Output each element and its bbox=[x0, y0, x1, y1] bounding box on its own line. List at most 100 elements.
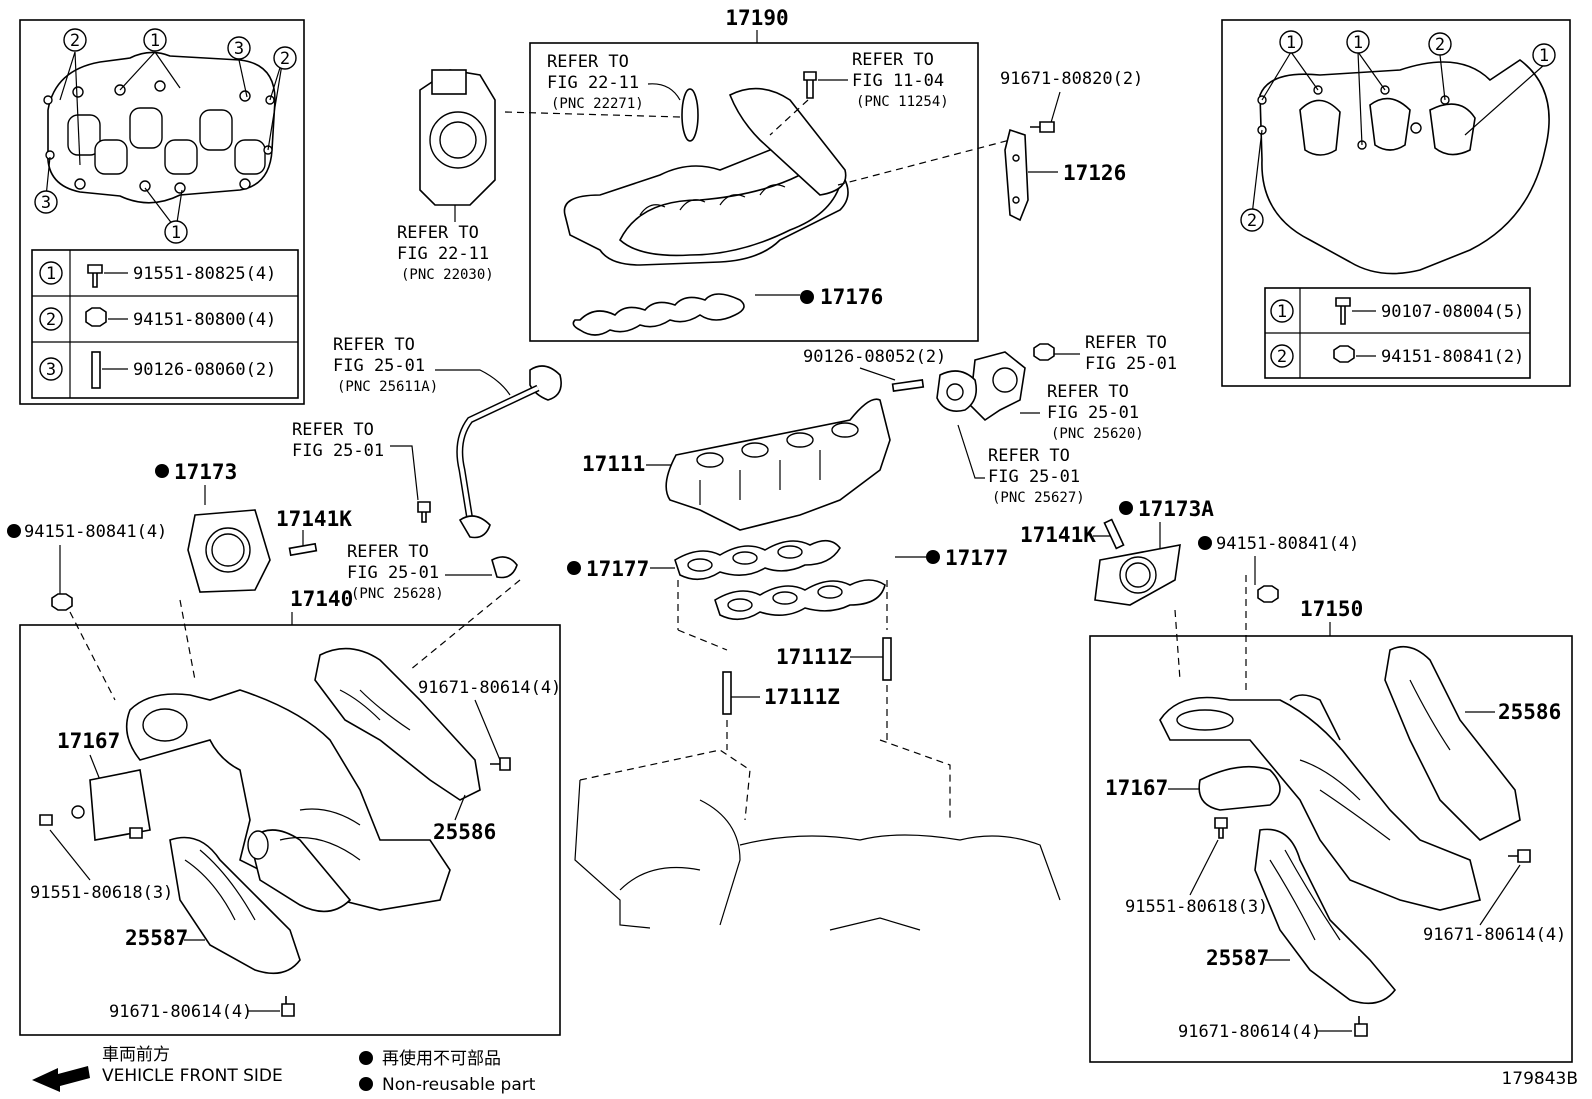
svg-text:FIG 22-11: FIG 22-11 bbox=[547, 73, 639, 93]
nonreusable-dot bbox=[926, 550, 940, 564]
callout-circle: 1 bbox=[1532, 43, 1556, 67]
table-left-row: 2 94151-80800(4) bbox=[39, 307, 276, 331]
exhaust-manifold-right: 17141K 17173A 94151-80841(4) 17150 25586… bbox=[1020, 497, 1573, 1063]
part-label-17141K-right: 17141K bbox=[1020, 523, 1096, 547]
part-label-17176: 17176 bbox=[820, 285, 883, 309]
svg-text:(PNC 22271): (PNC 22271) bbox=[551, 96, 644, 112]
exhaust-manifold-left: 17173 17141K 94151-80841(4) 17140 91671-… bbox=[7, 460, 561, 1036]
refer-label: REFER TO bbox=[397, 223, 479, 243]
bracket-17126: 91671-80820(2) 17126 bbox=[1000, 69, 1143, 222]
svg-text:2: 2 bbox=[70, 31, 80, 51]
svg-text:3: 3 bbox=[41, 193, 51, 213]
nonreuse-jp: 再使用不可部品 bbox=[382, 1048, 501, 1069]
svg-text:FIG 25-01: FIG 25-01 bbox=[333, 356, 425, 376]
nonreusable-dot bbox=[800, 290, 814, 304]
svg-text:94151-80841(2): 94151-80841(2) bbox=[1381, 347, 1524, 367]
refer-label: REFER TO bbox=[1047, 382, 1129, 402]
part-label-17126: 17126 bbox=[1063, 161, 1126, 185]
nonreusable-dot bbox=[567, 561, 581, 575]
svg-text:3: 3 bbox=[234, 39, 244, 59]
svg-text:1: 1 bbox=[171, 223, 181, 243]
svg-text:91551-80825(4): 91551-80825(4) bbox=[133, 264, 276, 284]
refer-label: REFER TO bbox=[347, 542, 429, 562]
svg-text:(PNC 11254): (PNC 11254) bbox=[856, 94, 949, 110]
svg-text:2: 2 bbox=[46, 310, 56, 330]
part-label-91671-right-bot: 91671-80614(4) bbox=[1178, 1022, 1321, 1042]
svg-text:(PNC 25627): (PNC 25627) bbox=[992, 490, 1085, 506]
part-label-90126-08052: 90126-08052(2) bbox=[803, 347, 946, 367]
part-label-91671-right-mid: 91671-80614(4) bbox=[1423, 925, 1566, 945]
svg-text:2: 2 bbox=[1277, 347, 1287, 367]
part-label-91671-80820: 91671-80820(2) bbox=[1000, 69, 1143, 89]
svg-text:FIG 25-01: FIG 25-01 bbox=[1085, 354, 1177, 374]
callout-circle: 2 bbox=[273, 46, 297, 70]
svg-text:90107-08004(5): 90107-08004(5) bbox=[1381, 302, 1524, 322]
callout-circle: 2 bbox=[63, 28, 87, 52]
part-label-25586-right: 25586 bbox=[1498, 700, 1561, 724]
svg-text:FIG 25-01: FIG 25-01 bbox=[988, 467, 1080, 487]
callout-circle: 1 bbox=[164, 220, 188, 244]
part-label-17111: 17111 bbox=[582, 452, 645, 476]
svg-text:(PNC 25628): (PNC 25628) bbox=[351, 586, 444, 602]
part-label-94151-left: 94151-80841(4) bbox=[24, 522, 167, 542]
part-label-17190: 17190 bbox=[725, 6, 788, 30]
callout-circle: 1 bbox=[143, 28, 167, 52]
throttle-body: REFER TO FIG 22-11 (PNC 22030) bbox=[397, 69, 496, 283]
part-label-17111Z-a: 17111Z bbox=[776, 645, 852, 669]
nonreusable-dot bbox=[359, 1051, 373, 1065]
nonreusable-dot bbox=[359, 1077, 373, 1091]
part-label-25587-left: 25587 bbox=[125, 926, 188, 950]
diagram-id: 179843B bbox=[1501, 1069, 1578, 1089]
callout-circle: 2 bbox=[1240, 208, 1264, 232]
intake-manifold-group: 17190 REFER TO FIG 22-11 (PNC 22271) REF… bbox=[504, 6, 1011, 342]
part-label-94151-right: 94151-80841(4) bbox=[1216, 534, 1359, 554]
refer-label: REFER TO bbox=[1085, 333, 1167, 353]
svg-text:(PNC 25620): (PNC 25620) bbox=[1051, 426, 1144, 442]
svg-text:1: 1 bbox=[1539, 46, 1549, 66]
callout-circle: 2 bbox=[1428, 32, 1452, 56]
part-label-17140: 17140 bbox=[290, 587, 353, 611]
part-label-17111Z-b: 17111Z bbox=[764, 685, 840, 709]
refer-label: REFER TO bbox=[852, 50, 934, 70]
part-label-17150: 17150 bbox=[1300, 597, 1363, 621]
svg-text:2: 2 bbox=[1435, 35, 1445, 55]
svg-text:FIG 25-01: FIG 25-01 bbox=[292, 441, 384, 461]
callout-circle: 1 bbox=[1279, 30, 1303, 54]
svg-text:FIG 25-01: FIG 25-01 bbox=[347, 563, 439, 583]
part-label-17173A: 17173A bbox=[1138, 497, 1214, 521]
part-label-91671-left-top: 91671-80614(4) bbox=[418, 678, 561, 698]
refer-label: REFER TO bbox=[333, 335, 415, 355]
inset-right: 1 1 2 1 2 1 90107-08004(5) 2 94151-80841… bbox=[1221, 19, 1571, 387]
part-label-17167-right: 17167 bbox=[1105, 776, 1168, 800]
part-label-25586-left: 25586 bbox=[433, 820, 496, 844]
svg-text:(PNC 22030): (PNC 22030) bbox=[401, 267, 494, 283]
callout-circle: 1 bbox=[1346, 30, 1370, 54]
nonreusable-dot bbox=[1119, 501, 1133, 515]
part-label-17177-right: 17177 bbox=[945, 546, 1008, 570]
table-left-row: 3 90126-08060(2) bbox=[39, 351, 276, 389]
svg-text:(PNC 25611A): (PNC 25611A) bbox=[337, 379, 438, 395]
direction-jp: 車両前方 bbox=[102, 1045, 170, 1065]
svg-text:FIG 25-01: FIG 25-01 bbox=[1047, 403, 1139, 423]
table-right-row: 1 90107-08004(5) bbox=[1270, 297, 1524, 325]
refer-label: REFER TO bbox=[292, 420, 374, 440]
svg-text:3: 3 bbox=[46, 360, 56, 380]
part-label-17173: 17173 bbox=[174, 460, 237, 484]
part-label-17141K-left: 17141K bbox=[276, 507, 352, 531]
part-label-17177-left: 17177 bbox=[586, 557, 649, 581]
svg-text:1: 1 bbox=[1286, 33, 1296, 53]
front-arrow-icon bbox=[32, 1066, 90, 1092]
nonreuse-en: Non-reusable part bbox=[382, 1075, 536, 1095]
svg-text:1: 1 bbox=[1353, 33, 1363, 53]
svg-text:94151-80800(4): 94151-80800(4) bbox=[133, 310, 276, 330]
direction-en: VEHICLE FRONT SIDE bbox=[102, 1066, 283, 1086]
svg-text:1: 1 bbox=[1277, 302, 1287, 322]
nonreusable-dot bbox=[1198, 536, 1212, 550]
svg-text:1: 1 bbox=[46, 264, 56, 284]
svg-text:90126-08060(2): 90126-08060(2) bbox=[133, 360, 276, 380]
inset-left: 2 1 3 2 3 1 1 91551-80825(4) 2 94151-808… bbox=[19, 19, 305, 405]
svg-text:2: 2 bbox=[1247, 211, 1257, 231]
part-label-25587-right: 25587 bbox=[1206, 946, 1269, 970]
svg-text:FIG 22-11: FIG 22-11 bbox=[397, 244, 489, 264]
